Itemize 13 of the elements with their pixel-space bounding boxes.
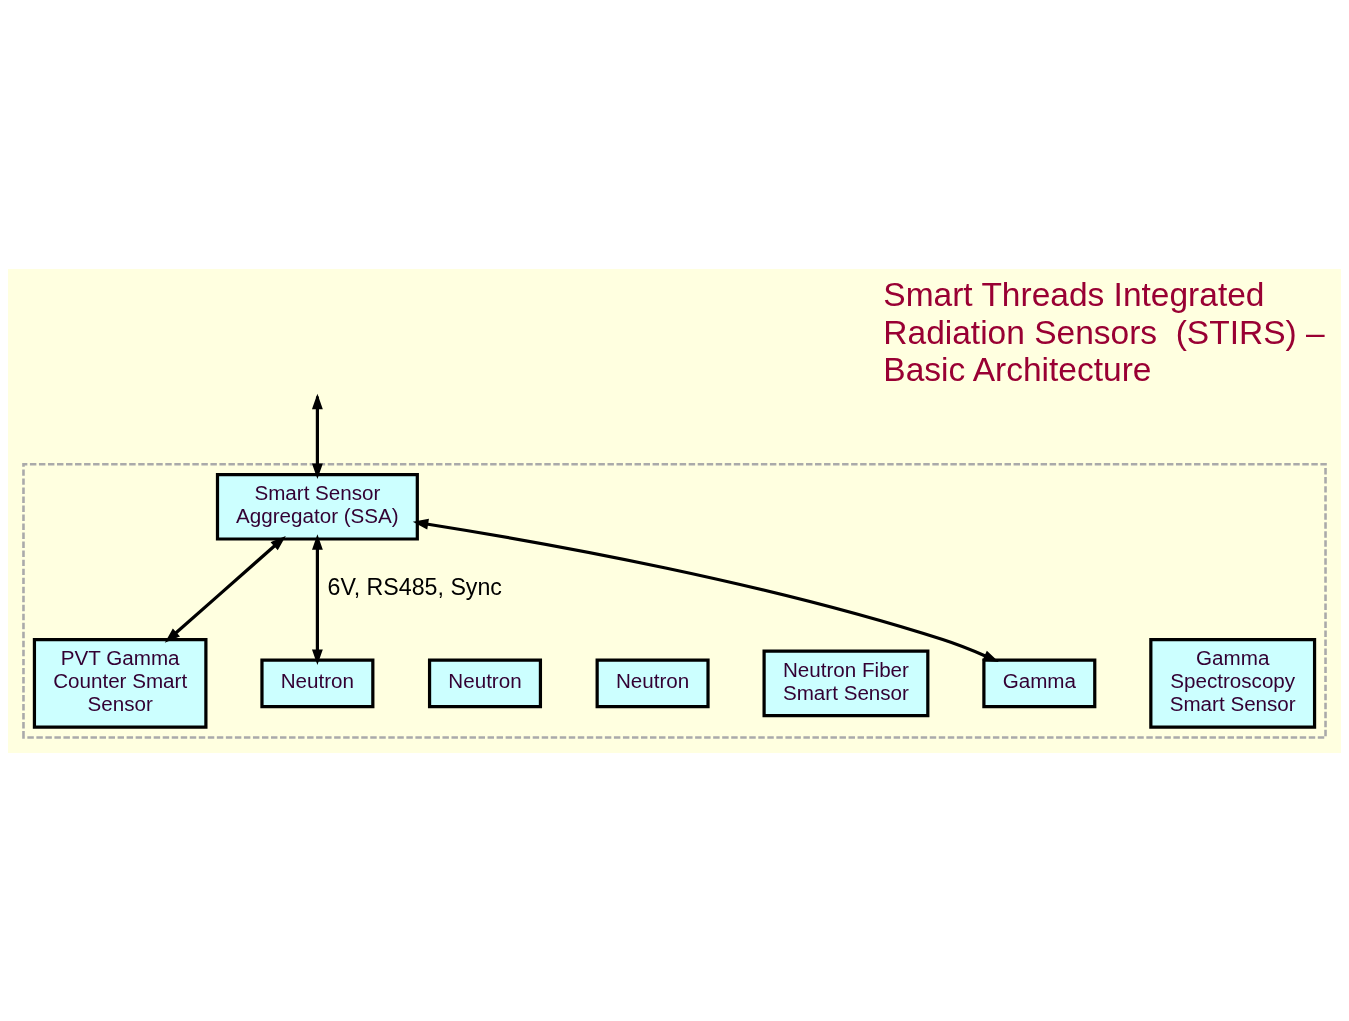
node-box: Neutron Fiber Smart Sensor xyxy=(762,649,930,717)
diagram-title: Smart Threads Integrated Radiation Sensors (STIRS) – Basic Architecture xyxy=(883,275,1325,388)
node-box: Neutron xyxy=(595,658,710,708)
node-box: Neutron xyxy=(427,658,543,708)
arrow xyxy=(412,518,999,662)
arrow xyxy=(312,533,323,665)
arrow xyxy=(164,535,286,643)
edge-label: 6V, RS485, Sync xyxy=(327,573,502,600)
node-box: Gamma xyxy=(982,658,1097,708)
node-box: Neutron xyxy=(260,658,375,708)
node-box: Smart Sensor Aggregator (SSA) xyxy=(215,472,419,541)
node-box: Gamma Spectroscopy Smart Sensor xyxy=(1149,637,1317,729)
node-box: PVT Gamma Counter Smart Sensor xyxy=(32,637,208,729)
